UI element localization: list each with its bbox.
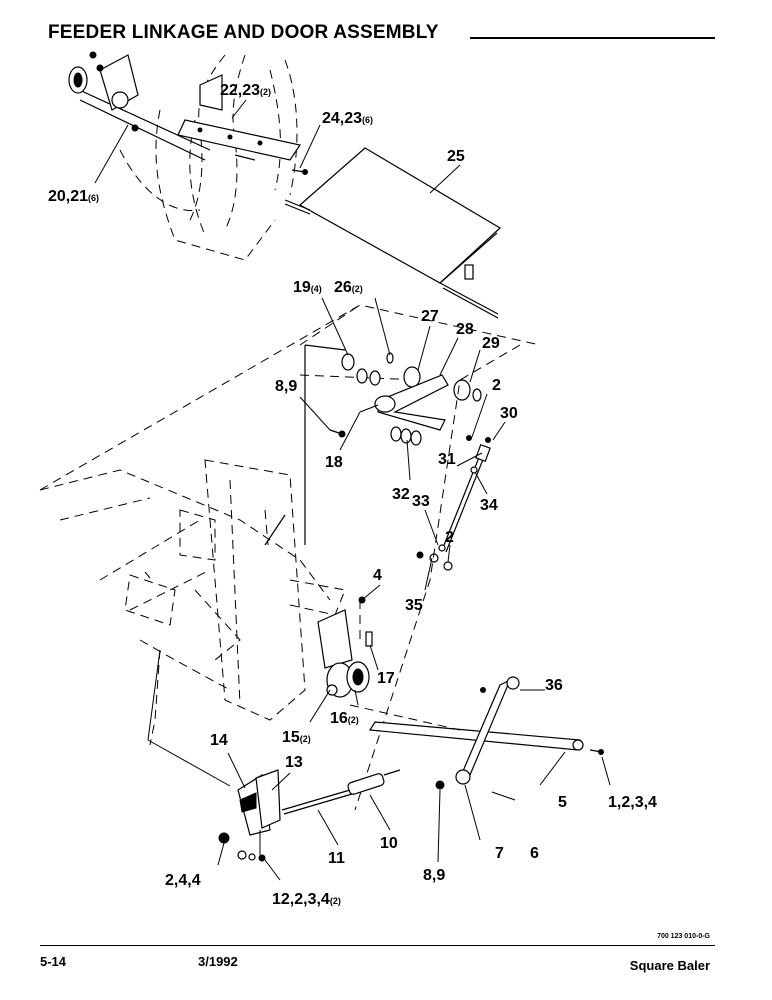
callout-25: 25 [447,148,465,165]
lower-linkage-bar [349,676,604,801]
callout-2-4-4: 2,4,4 [165,872,201,889]
upper-frame-drawing [68,51,308,261]
callout-32: 32 [392,486,410,503]
callout-1-2-3-4: 1,2,3,4 [608,794,657,811]
callout-8-9-lower: 8,9 [423,867,445,884]
title-rule [470,37,715,39]
callout-17: 17 [377,670,395,687]
baler-frame-outline [39,304,361,746]
callout-35: 35 [405,597,423,614]
callout-30: 30 [500,405,518,422]
callout-8-9-upper: 8,9 [275,378,297,395]
feeder-door-panel [284,147,502,319]
callout-4: 4 [373,567,382,584]
lower-pulley-bracket [317,596,373,698]
drawing-number: 700 123 010-0-G [657,933,710,940]
callout-2-lower: 2 [445,529,454,546]
callout-12-2-3-4: 12,2,3,4(2) [272,891,341,908]
product-name: Square Baler [629,958,710,973]
callout-6: 6 [530,845,539,862]
callout-29: 29 [482,335,500,352]
callout-5: 5 [558,794,567,811]
callout-24-23: 24,23(6) [322,110,373,127]
callout-20-21: 20,21(6) [48,188,99,205]
footer-rule [40,945,715,946]
callout-11: 11 [328,850,345,867]
callout-13: 13 [285,754,303,771]
callout-34: 34 [480,497,498,514]
callout-22-23: 22,23(2) [220,82,271,99]
feeder-arm-linkage [39,304,541,811]
callout-18: 18 [325,454,343,471]
callout-7: 7 [495,845,504,862]
callout-36: 36 [545,677,563,694]
callout-33: 33 [412,493,430,510]
callout-15: 15(2) [282,729,311,746]
page-title: FEEDER LINKAGE AND DOOR ASSEMBLY [48,22,439,43]
callout-31: 31 [438,451,456,468]
page-number: 5-14 [40,954,67,969]
callout-26: 26(2) [334,279,363,296]
callout-27: 27 [421,308,439,325]
callout-28: 28 [456,321,474,338]
callout-leaders [94,99,611,881]
lever-and-spring [147,649,401,862]
callout-labels: 22,23(2) 24,23(6) 20,21(6) 25 19(4) 26(2… [48,82,657,908]
callout-10: 10 [380,835,398,852]
callout-16: 16(2) [330,710,359,727]
callout-14: 14 [210,732,228,749]
callout-19: 19(4) [293,279,322,296]
callout-2-upper: 2 [492,377,501,394]
page-date: 3/1992 [198,954,238,969]
